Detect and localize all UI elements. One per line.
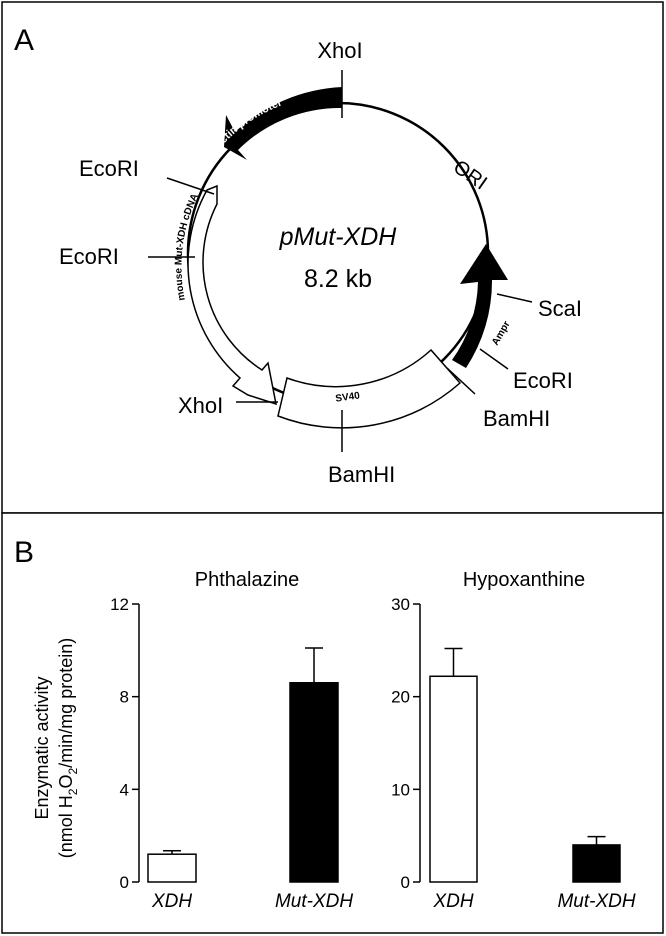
panel-a-letter: A <box>14 24 34 57</box>
y-tick-label: 0 <box>401 873 410 892</box>
plasmid-size: 8.2 kb <box>304 265 372 293</box>
chart-title: Phthalazine <box>195 569 300 591</box>
bamhi-bottom-label: BamHI <box>328 462 395 487</box>
bamhi-right-line <box>446 367 476 395</box>
ecori-upper-line <box>166 177 215 195</box>
chart-title: Hypoxanthine <box>463 569 585 591</box>
ecori-upper-label: EcoRI <box>79 156 139 181</box>
bar-mut-xdh <box>289 682 339 883</box>
bar-xdh <box>429 675 478 883</box>
ecori-lower-label: EcoRI <box>59 244 119 269</box>
restriction-site-lines <box>148 70 533 452</box>
x-category-label: Mut-XDH <box>275 891 353 912</box>
xhoi-bottom-label: XhoI <box>178 393 223 418</box>
xhoi-top-label: XhoI <box>317 38 362 63</box>
scai-line <box>496 293 533 303</box>
bar-mut-xdh <box>572 844 621 883</box>
y-tick-label: 0 <box>120 873 129 892</box>
y-tick-label: 4 <box>120 780 129 799</box>
scai-label: ScaI <box>538 296 582 321</box>
y-axis-label-line1: Enzymatic activity <box>32 676 52 819</box>
ampr-arrow <box>452 244 508 368</box>
x-category-label: XDH <box>432 891 473 912</box>
x-category-label: Mut-XDH <box>557 891 635 912</box>
y-tick-label: 20 <box>391 688 410 707</box>
mut-xdh-cdna-arrow <box>187 184 277 406</box>
plasmid-name: pMut-XDH <box>279 223 398 251</box>
y-tick-label: 8 <box>120 688 129 707</box>
bar-xdh <box>147 853 197 883</box>
y-axis-label: Enzymatic activity (nmol H2O2/min/mg pro… <box>32 638 80 858</box>
bamhi-right-label: BamHI <box>483 406 550 431</box>
y-tick-label: 12 <box>110 595 129 614</box>
y-tick-label: 10 <box>391 780 410 799</box>
beta-actin-promoter-arrow <box>224 87 342 160</box>
sv40-region <box>277 348 462 429</box>
panel-b-letter: B <box>14 536 34 569</box>
y-tick-label: 30 <box>391 595 410 614</box>
x-category-label: XDH <box>151 891 192 912</box>
sv40-label: SV40 <box>335 390 361 404</box>
ecori-right-label: EcoRI <box>513 368 573 393</box>
y-axis-label-line2: (nmol H2O2/min/mg protein) <box>56 638 80 858</box>
ecori-right-line <box>479 348 509 370</box>
